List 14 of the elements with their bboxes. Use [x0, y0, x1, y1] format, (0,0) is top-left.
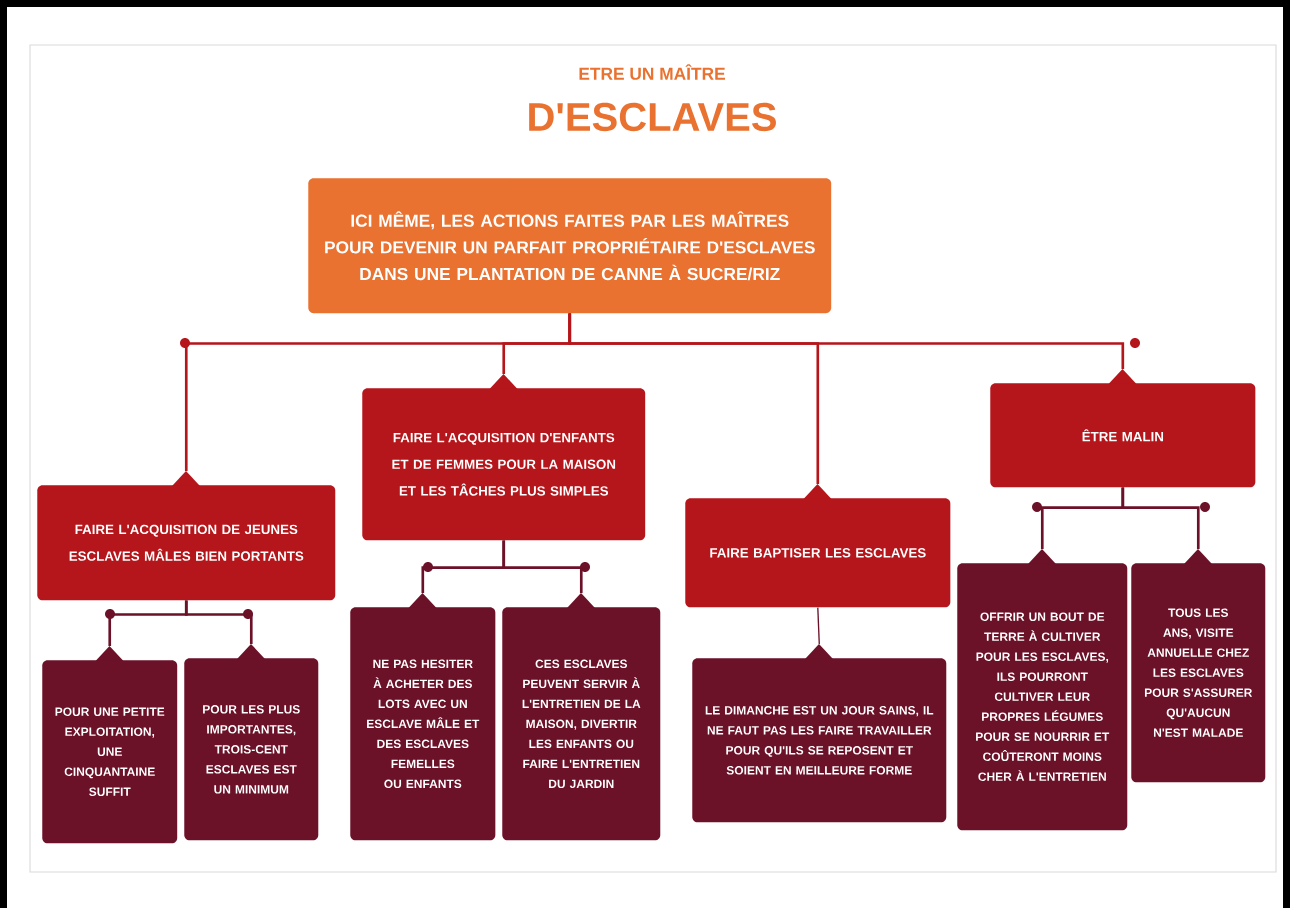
- callout-box: OFFRIR UN BOUT DE TERRE À CULTIVER POUR LES ESCLAVES, ILS POURRONT CULTIVER LEUR PROPRES LÉGUMES POUR SE NOURRIR ET COÛTERONT MOINS CHER À L'ENTRETIEN: [957, 549, 1128, 831]
- callout-box: ÊTRE MALIN: [990, 369, 1256, 488]
- callout-box: NE PAS HESITER À ACHETER DES LOTS AVEC UN ESCLAVE MÂLE ET DES ESCLAVES FEMELLES OU ENFANTS: [350, 593, 496, 841]
- callout-box: FAIRE L'ACQUISITION D'ENFANTS ET DE FEMMES POUR LA MAISON ET LES TÂCHES PLUS SIMPLES: [362, 374, 646, 541]
- callout-box: FAIRE L'ACQUISITION DE JEUNES ESCLAVES MÂLES BIEN PORTANTS: [37, 471, 336, 601]
- callout-box: CES ESCLAVES PEUVENT SERVIR À L'ENTRETIEN DE LA MAISON, DIVERTIR LES ENFANTS OU FAIRE L'ENTRETIEN DU JARDIN: [502, 593, 661, 841]
- title: D'ESCLAVES: [529, 102, 776, 132]
- callout-box: POUR LES PLUS IMPORTANTES, TROIS-CENT ESCLAVES EST UN MINIMUM: [184, 644, 319, 841]
- callout-box: FAIRE BAPTISER LES ESCLAVES: [685, 484, 951, 608]
- subtitle: ETRE UN MAÎTRE: [579, 64, 725, 80]
- callout-box: TOUS LES ANS, VISITE ANNUELLE CHEZ LES ESCLAVES POUR S'ASSURER QU'AUCUN N'EST MALADE: [1131, 549, 1266, 783]
- callout-box: LE DIMANCHE EST UN JOUR SAINS, IL NE FAUT PAS LES FAIRE TRAVAILLER POUR QU'ILS SE REPOSENT ET SOIENT EN MEILLEURE FORME: [692, 644, 947, 823]
- callout-box: POUR UNE PETITE EXPLOITATION, UNE CINQUANTAINE SUFFIT: [42, 646, 178, 844]
- heading-box: ICI MÊME, LES ACTIONS FAITES PAR LES MAÎTRES POUR DEVENIR UN PARFAIT PROPRIÉTAIRE D'ESCLAVES DANS UNE PLANTATION DE CANNE À SUCRE/RIZ: [308, 178, 832, 314]
